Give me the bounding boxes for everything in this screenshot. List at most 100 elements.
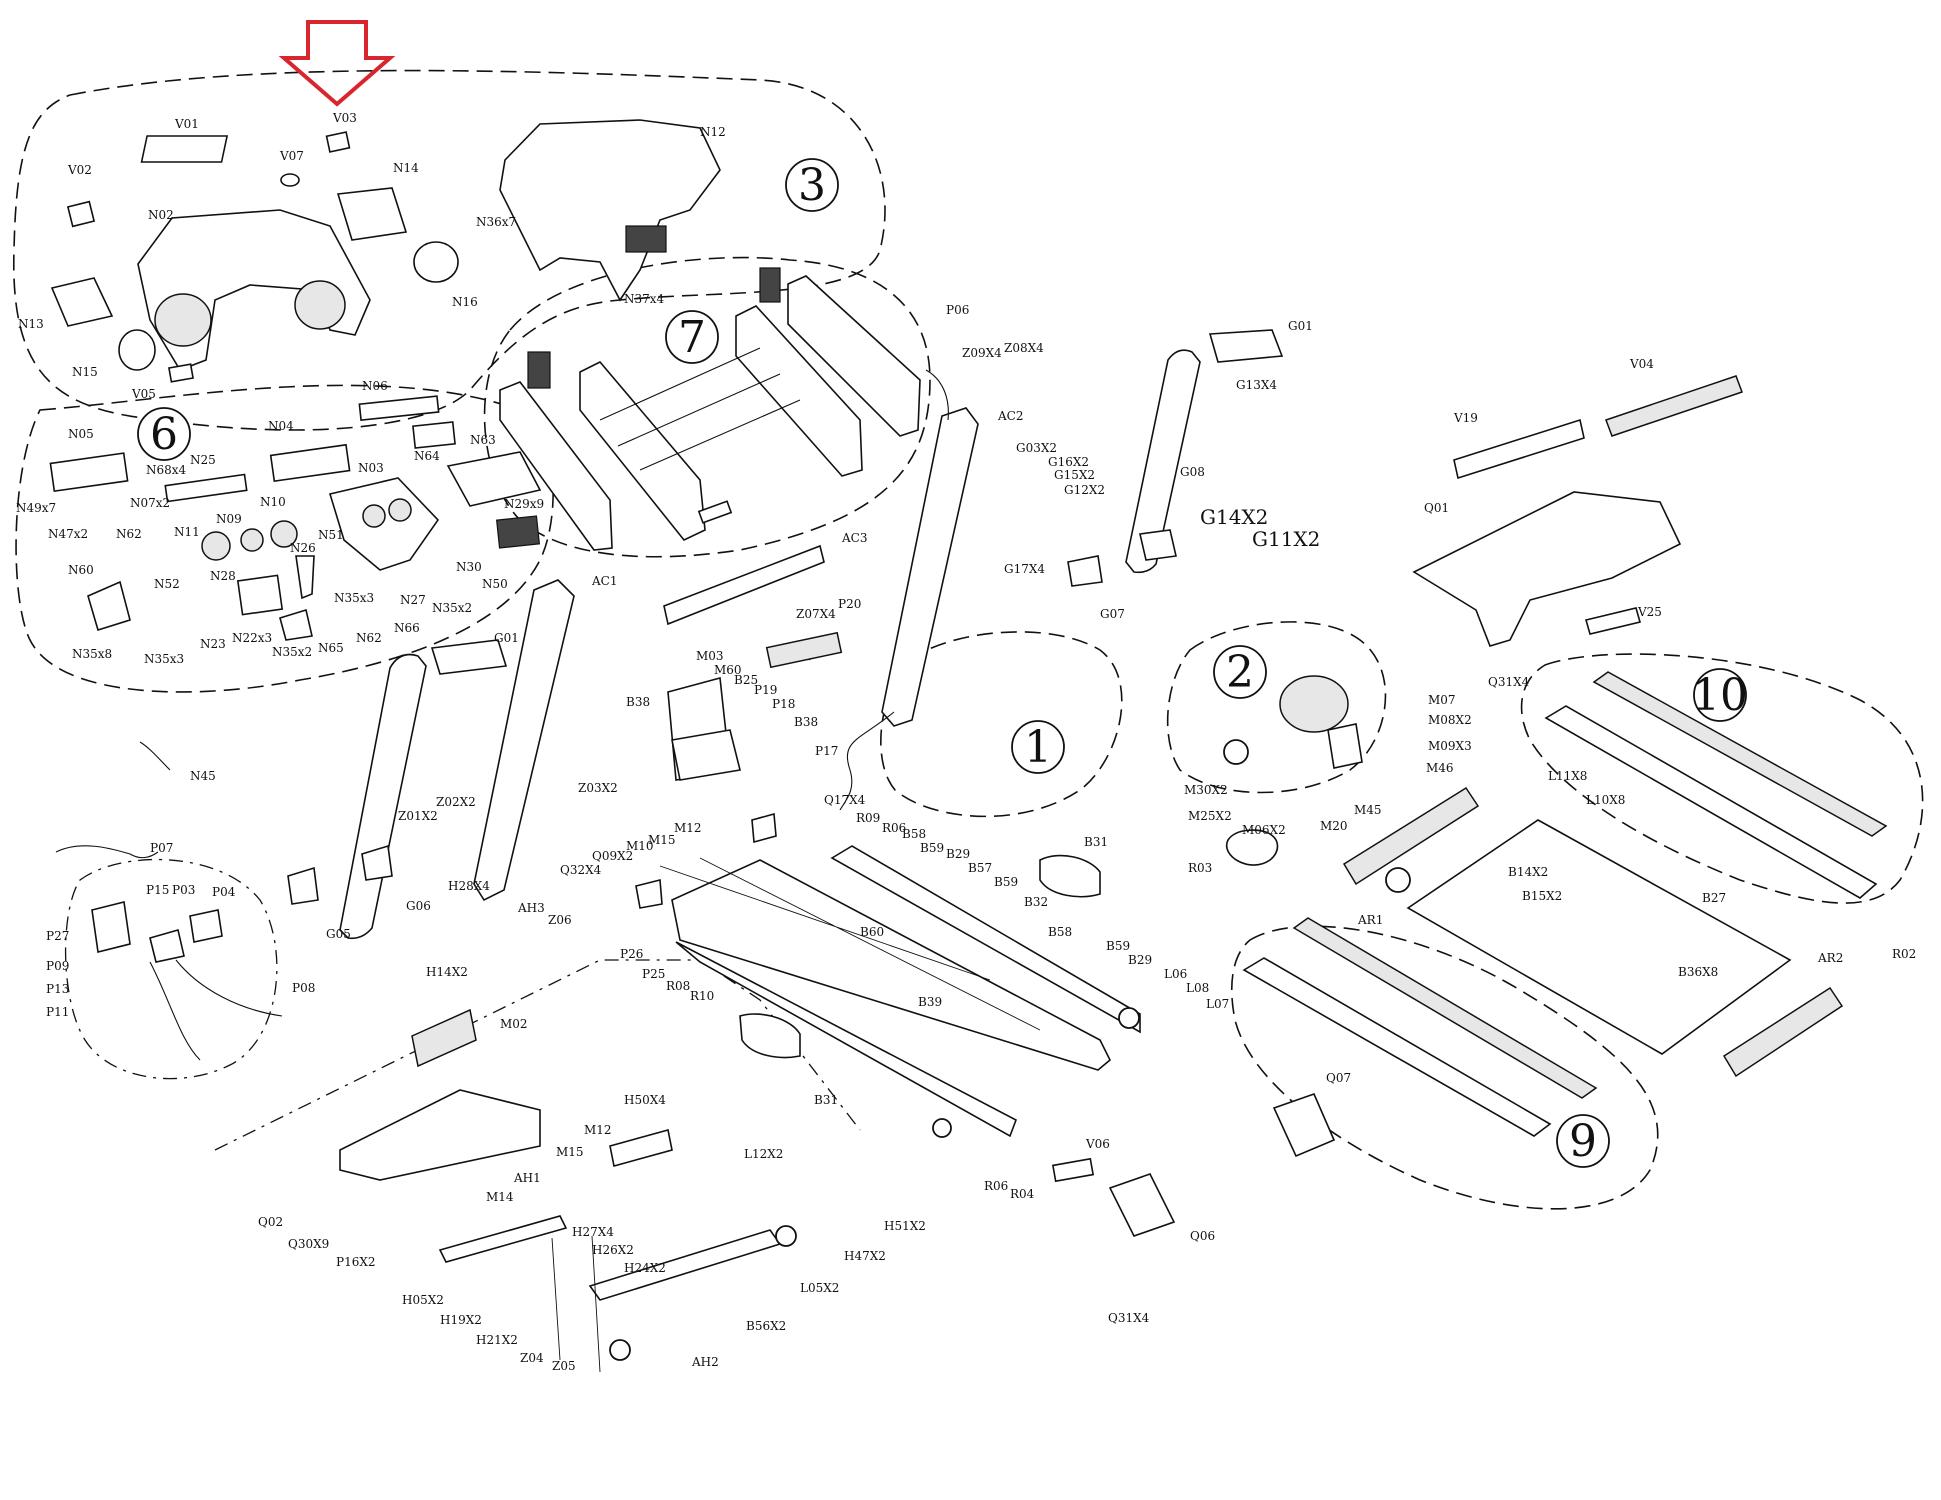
- part-label: Q31X4: [1108, 1311, 1150, 1325]
- part-label: P27: [46, 929, 69, 943]
- group-circle-2: [1213, 645, 1267, 699]
- bumper-2: [759, 267, 781, 303]
- boundary-group-3: [13, 69, 886, 431]
- part-label: B29: [946, 847, 970, 861]
- deck-b27: [1406, 819, 1792, 1055]
- part-label: R10: [690, 989, 714, 1003]
- rail-cover-assembly: [499, 267, 921, 551]
- part-label: M06X2: [1242, 823, 1286, 837]
- handrail-right: [1125, 349, 1201, 574]
- decal-n64: [412, 421, 456, 449]
- cup-left: [154, 293, 212, 347]
- part-label: R02: [1892, 947, 1916, 961]
- part-label: B15X2: [1522, 889, 1562, 903]
- part-label: B58: [1048, 925, 1072, 939]
- part-label: L12X2: [744, 1147, 783, 1161]
- part-label: M30X2: [1184, 783, 1228, 797]
- roller-pulley: [1385, 867, 1411, 893]
- part-label: N11: [174, 525, 200, 539]
- part-label: Q02: [258, 1215, 283, 1229]
- part-label: M25X2: [1188, 809, 1232, 823]
- part-label: V02: [67, 163, 92, 177]
- frame-main: [671, 859, 1111, 1071]
- plate-p17: [671, 729, 741, 781]
- part-label: G11X2: [1252, 527, 1320, 551]
- bracket-h50: [609, 1129, 673, 1167]
- part-label: G01: [1288, 319, 1313, 333]
- part-label: Q30X9: [288, 1237, 329, 1251]
- group-number-2: 2: [1226, 647, 1254, 698]
- console-back-n12: [499, 119, 721, 302]
- part-label: AH1: [513, 1171, 541, 1185]
- rail-profile-group10: [1544, 705, 1878, 899]
- deck-assembly: [1051, 671, 1888, 1237]
- crossbar-ac3: [663, 544, 825, 626]
- part-label: M20: [1320, 819, 1348, 833]
- part-label: H47X2: [844, 1249, 886, 1263]
- part-label: H05X2: [402, 1293, 444, 1307]
- part-label: AC3: [841, 531, 867, 545]
- part-label: M46: [1426, 761, 1454, 775]
- motor-m07: [1279, 675, 1349, 733]
- part-label: G06: [406, 899, 431, 913]
- panel-p09: [91, 901, 131, 953]
- center-frame: [635, 676, 1141, 1138]
- cap-q06: [1108, 1173, 1176, 1237]
- fan-n11: [201, 531, 231, 561]
- part-label: Q17X4: [824, 793, 866, 807]
- bracket-g07: [1067, 555, 1103, 587]
- part-label: G15X2: [1054, 468, 1095, 482]
- bumper-1: [527, 351, 551, 389]
- box-q17: [751, 812, 777, 844]
- part-label: N63: [470, 433, 496, 447]
- cover-right: [735, 305, 863, 477]
- display-board-n03: [328, 477, 440, 571]
- part-label: M14: [486, 1190, 514, 1204]
- decal-v04: [1605, 375, 1743, 437]
- part-label: G16X2: [1048, 455, 1089, 469]
- cap-g05: [287, 866, 319, 905]
- box-n60: [87, 580, 131, 632]
- part-label: N12: [700, 125, 726, 139]
- group-circle-3: [785, 158, 839, 212]
- decal-v02: [66, 200, 96, 228]
- part-label: N09: [216, 512, 242, 526]
- part-label: Z06: [548, 913, 572, 927]
- part-label: N52: [154, 577, 180, 591]
- part-label: B59: [1106, 939, 1130, 953]
- grip-left-g01: [430, 639, 508, 675]
- part-label: B27: [1702, 891, 1726, 905]
- part-label: R04: [1010, 1187, 1035, 1201]
- boundary-group-6: [15, 384, 554, 693]
- part-label: AR1: [1357, 913, 1383, 927]
- decal-v01: [140, 135, 229, 163]
- part-label: G07: [1100, 607, 1125, 621]
- part-label: N22x3: [232, 631, 272, 645]
- group-number-1: 1: [1024, 722, 1052, 773]
- clip: [697, 500, 733, 524]
- group-number-3: 3: [798, 160, 826, 211]
- group-circle-7: [665, 310, 719, 364]
- part-label: H51X2: [884, 1219, 926, 1233]
- part-label: N30: [456, 560, 482, 574]
- part-label: L07: [1206, 997, 1229, 1011]
- part-label: Q01: [1424, 501, 1449, 515]
- part-label: L05X2: [800, 1281, 839, 1295]
- part-label: L11X8: [1548, 769, 1587, 783]
- part-label: V05: [131, 387, 156, 401]
- part-label: N36x7: [476, 215, 516, 229]
- bracket-m20: [1327, 723, 1363, 769]
- part-label: M03: [696, 649, 724, 663]
- part-label: B57: [968, 861, 992, 875]
- decal-v25: [1585, 607, 1641, 635]
- part-label: Z05: [552, 1359, 576, 1373]
- part-label: N35x8: [72, 647, 112, 661]
- part-label: Z07X4: [796, 607, 836, 621]
- motor-m02: [411, 1008, 477, 1068]
- part-label: B39: [918, 995, 942, 1009]
- part-label: N62: [356, 631, 382, 645]
- part-label: P15: [146, 883, 169, 897]
- part-label: AR2: [1817, 951, 1843, 965]
